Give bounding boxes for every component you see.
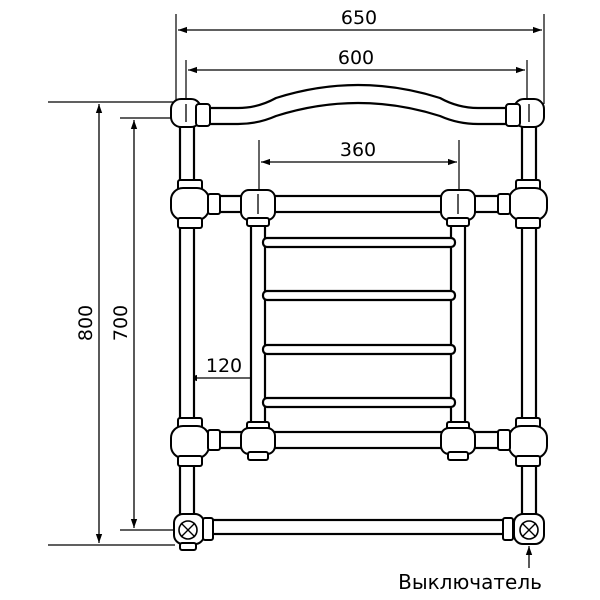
inner-bar [261,396,457,409]
inner-bar [261,343,457,356]
extension-lines [48,14,545,546]
switch-label: Выключатель [398,570,542,594]
lower-inner-right-joint [440,421,476,461]
dim-label-overall-height: 800 [75,305,97,341]
top-arched-rail [194,83,522,126]
lower-inner-left-joint [240,421,276,461]
bottom-right-valve [502,513,545,545]
upper-inner-right-joint [440,189,476,227]
lower-right-joint [497,417,548,467]
bottom-rail [196,518,520,536]
top-left-fitting [170,98,211,128]
dim-label-axis-height: 700 [110,305,132,341]
dim-label-overall-width: 650 [341,7,377,29]
dim-label-axis-width: 600 [338,47,374,69]
upper-right-joint [497,179,548,229]
upper-inner-left-joint [240,189,276,227]
inner-bar [261,289,457,302]
lower-left-joint [170,417,221,467]
dim-label-inner-width: 360 [340,139,376,161]
inner-bar [261,236,457,249]
bottom-left-valve [173,513,214,551]
dim-label-offset: 120 [206,355,242,377]
top-right-fitting [505,98,545,128]
upper-left-joint [170,179,221,229]
inner-bars [261,236,457,409]
